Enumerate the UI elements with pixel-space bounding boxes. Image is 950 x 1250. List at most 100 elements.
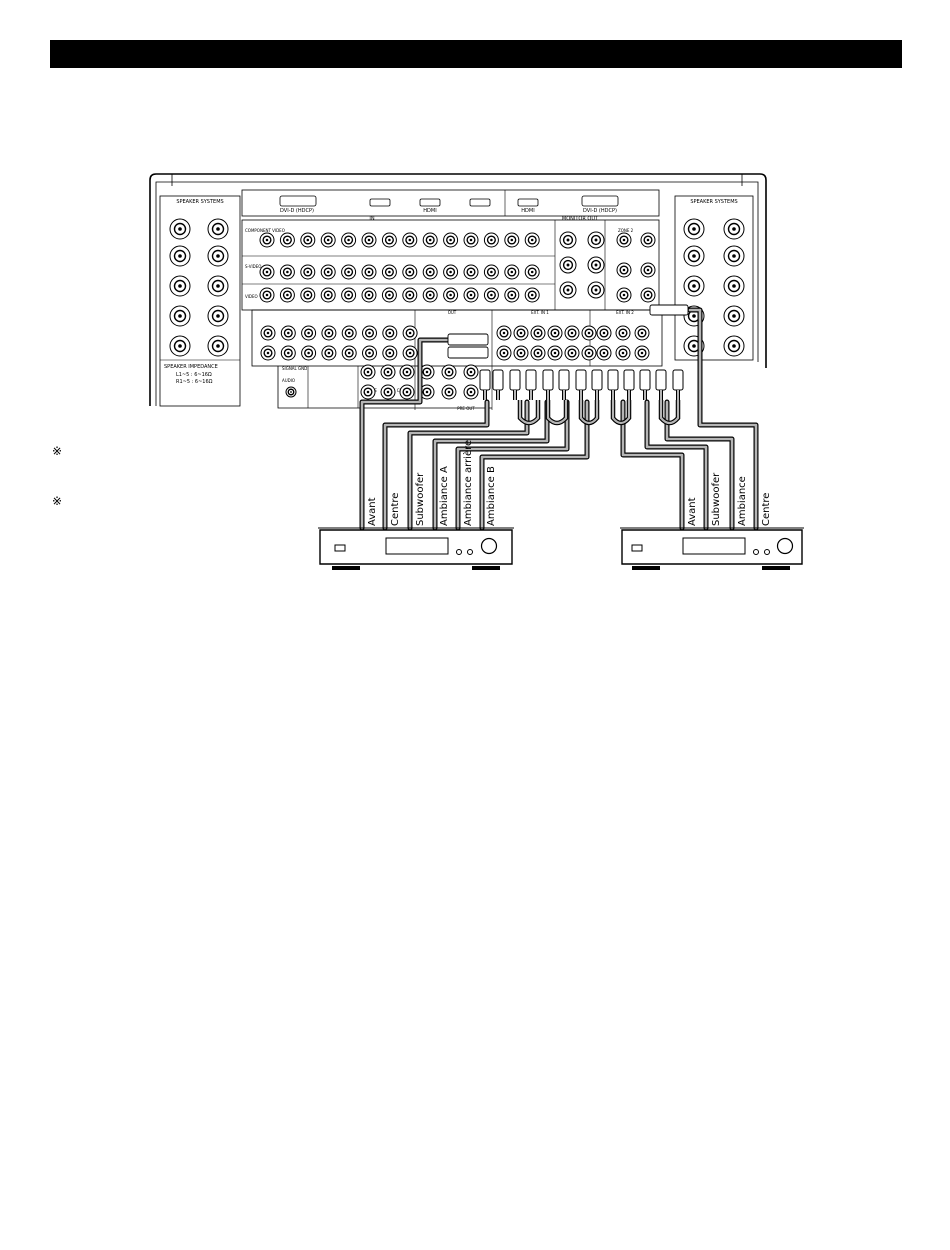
audio-jack-icon <box>402 325 418 341</box>
speaker-terminal-icon <box>683 218 705 240</box>
ext-in-jack-icon <box>581 325 597 341</box>
decoder-left-volume-knob <box>480 537 498 555</box>
ext-in-jack-icon <box>513 325 529 341</box>
component-jack-icon <box>381 232 397 248</box>
audio-jack-icon <box>341 325 357 341</box>
s-video-jack-icon <box>402 264 418 280</box>
hdmi-in-label: HDMI <box>423 208 436 214</box>
video-jack-icon <box>524 287 540 303</box>
audio-jack-icon <box>380 364 396 380</box>
hdmi-out-connector-icon <box>517 198 539 207</box>
decoder-left-foot <box>472 566 500 570</box>
audio-jack-icon <box>260 325 276 341</box>
audio-jack-icon <box>301 325 317 341</box>
signal-gnd-terminal-icon <box>285 386 297 398</box>
speaker-terminal-icon <box>207 218 229 240</box>
decoder-right-volume-knob <box>776 537 794 555</box>
rca-plug-icon <box>525 369 537 400</box>
s-video-jack-icon <box>422 264 438 280</box>
impedance-line-1: L1~5 : 6~16Ω <box>176 372 212 378</box>
dvid-out-connector-icon <box>581 195 619 207</box>
hdmi-out-label: HDMI <box>521 208 534 214</box>
speaker-terminal-icon <box>169 305 191 327</box>
decoder-left-power-button <box>334 544 346 552</box>
monitor-out-jack-icon <box>559 256 577 274</box>
ext-in-jack-icon <box>530 345 546 361</box>
label-left-ambiance-b: Ambiance B <box>486 466 497 526</box>
zone-jack-icon <box>616 232 632 248</box>
speaker-terminal-icon <box>207 335 229 357</box>
audio-jack-icon <box>419 384 435 400</box>
s-video-jack-icon <box>483 264 499 280</box>
component-video-label: COMPONENT VIDEO <box>245 228 285 233</box>
audio-jack-icon <box>260 345 276 361</box>
component-jack-icon <box>463 232 479 248</box>
monitor-out-jack-icon <box>587 231 605 249</box>
component-jack-icon <box>524 232 540 248</box>
audio-jack-icon <box>341 345 357 361</box>
ext-in-jack-icon <box>530 325 546 341</box>
rca-plug-icon <box>492 369 504 400</box>
audio-jack-icon <box>441 384 457 400</box>
video-jack-icon <box>341 287 357 303</box>
label-left-ambiance-arriere: Ambiance arrière <box>462 440 474 526</box>
ext-in-jack-icon <box>615 325 631 341</box>
loop-cable <box>579 400 599 425</box>
zone-jack-icon <box>640 287 656 303</box>
audio-jack-icon <box>441 364 457 380</box>
audio-jack-icon <box>362 325 377 341</box>
zone-jack-icon <box>640 232 656 248</box>
video-jack-icon <box>279 287 295 303</box>
zone2-label: ZONE 2 <box>618 228 634 233</box>
rca-plug-icon <box>655 369 667 400</box>
audio-jack-icon <box>321 345 337 361</box>
decoder-left-labels: Avant Centre Subwoofer Ambiance A Ambian… <box>367 440 497 526</box>
component-jack-icon <box>259 232 275 248</box>
rca-plug-icon <box>542 369 554 400</box>
ext-in-jack-icon <box>634 345 650 361</box>
video-jack-icon <box>422 287 438 303</box>
ext-in-jack-icon <box>547 325 563 341</box>
speaker-terminal-icon <box>207 245 229 267</box>
video-jack-icon <box>300 287 316 303</box>
rca-plugs <box>479 369 684 426</box>
s-video-jack-icon <box>259 264 275 280</box>
rca-plug-icon <box>639 369 651 400</box>
audio-jack-icon <box>382 345 398 361</box>
speaker-terminal-icon <box>723 275 745 297</box>
speaker-terminal-icon <box>207 305 229 327</box>
speaker-terminal-icon <box>723 305 745 327</box>
s-video-jack-icon <box>443 264 459 280</box>
decoder-right-foot <box>632 566 660 570</box>
speaker-terminal-icon <box>169 275 191 297</box>
zone-jack-icon <box>616 287 632 303</box>
component-jack-icon <box>279 232 295 248</box>
rca-plug-icon <box>623 369 635 400</box>
component-jack-icon <box>422 232 438 248</box>
cables <box>359 307 759 531</box>
rca-plug-icon <box>479 369 491 400</box>
audio-label: AUDIO <box>282 378 295 383</box>
decoder-right <box>620 527 804 570</box>
decoder-right-power-button <box>631 544 643 552</box>
audio-jack-icon <box>399 384 415 400</box>
speaker-terminal-icon <box>207 275 229 297</box>
s-video-jack-icon <box>463 264 479 280</box>
rca-plug-icon <box>607 369 619 400</box>
decoder-left <box>318 527 514 570</box>
label-right-avant: Avant <box>687 497 698 526</box>
loop-cable <box>659 400 680 425</box>
video-jack-icon <box>259 287 275 303</box>
ext-in-jack-icon <box>496 325 512 341</box>
audio-jack-icon <box>301 345 317 361</box>
component-jack-icon <box>300 232 316 248</box>
dvid-in-connector-icon <box>279 195 317 207</box>
speaker-terminal-icon <box>683 275 705 297</box>
s-video-label: S-VIDEO <box>245 264 261 269</box>
monitor-out-jack-icon <box>587 256 605 274</box>
audio-jack-icon <box>360 384 376 400</box>
ext-in1-label: EXT. IN 1 <box>531 310 549 315</box>
video-jack-icon <box>463 287 479 303</box>
hdmi-in-2-connector-icon <box>419 198 441 207</box>
ext-in-jack-icon <box>564 325 580 341</box>
